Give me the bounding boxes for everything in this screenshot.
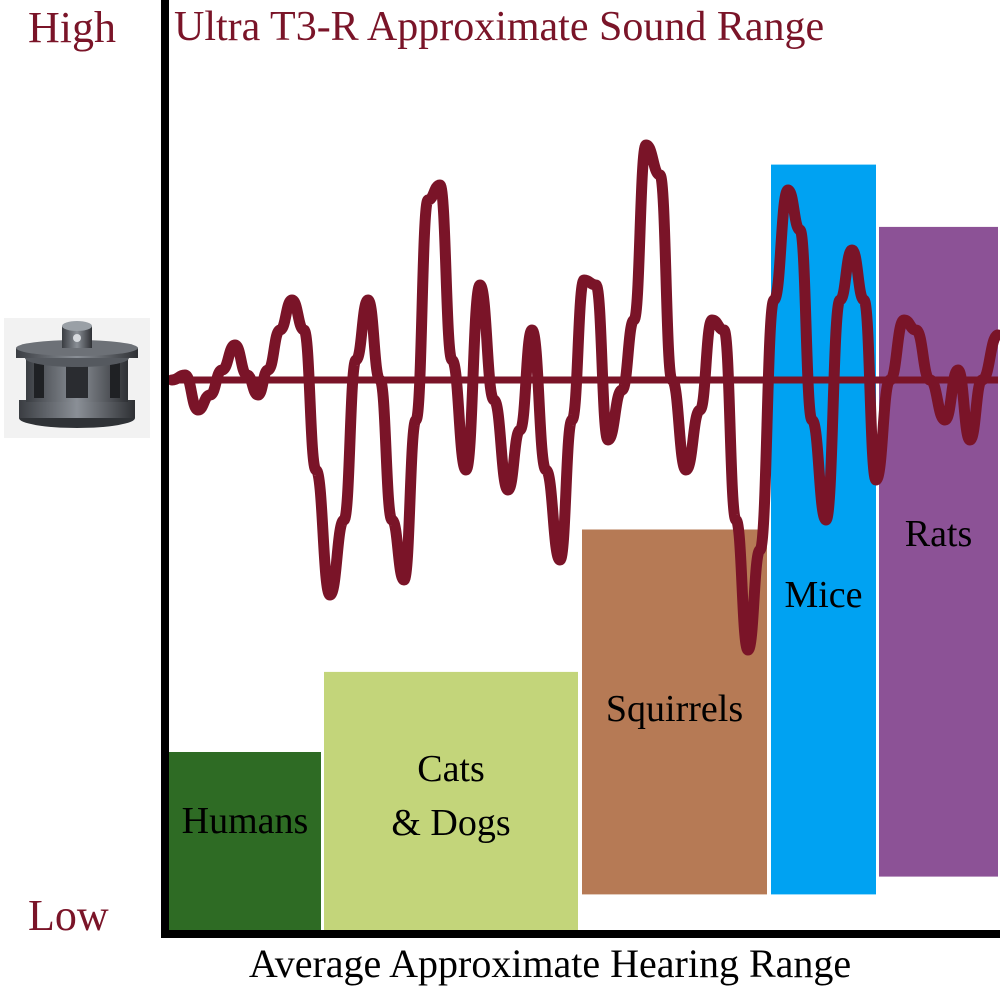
y-axis-low-label: Low (28, 891, 109, 940)
chart-title: Ultra T3-R Approximate Sound Range (174, 4, 825, 50)
bar-squirrels (582, 529, 767, 895)
x-axis-label: Average Approximate Hearing Range (248, 941, 852, 986)
bar-label-humans: Humans (182, 800, 309, 842)
bar-cats-dogs (324, 671, 578, 930)
sound-waveform (166, 139, 1000, 656)
bar-humans (169, 752, 321, 930)
ultrasonic-repeller-device-icon (4, 318, 150, 438)
bar-label-rats: Rats (905, 513, 973, 555)
bar-label-squirrels: Squirrels (606, 688, 743, 730)
bar-label-mice: Mice (784, 574, 862, 616)
x-axis-line (161, 930, 1000, 938)
bar-label-cats-dogs: Cats& Dogs (391, 748, 510, 844)
y-axis-high-label: High (28, 3, 116, 52)
y-axis-line (161, 0, 169, 938)
